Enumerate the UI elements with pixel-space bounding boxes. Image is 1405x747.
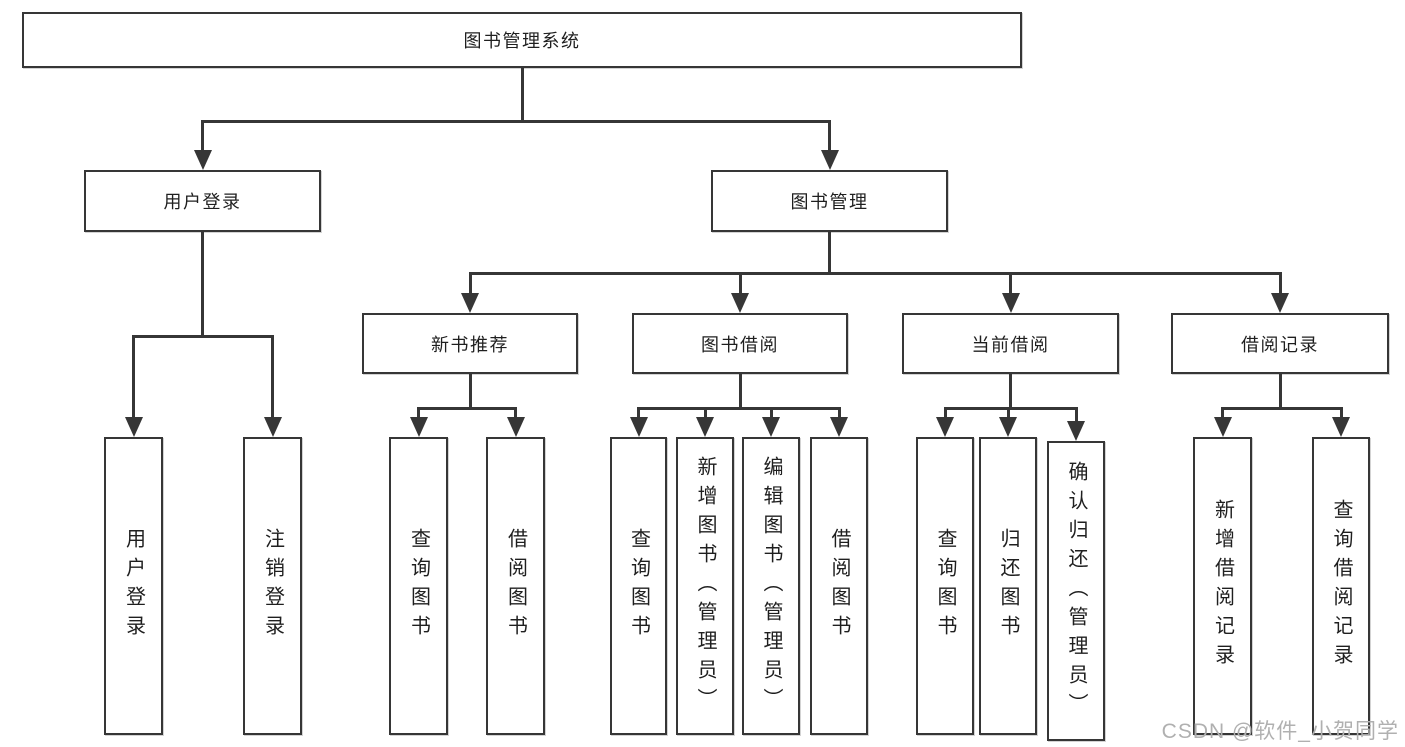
arrowhead-book-borrowing-icon xyxy=(731,293,749,313)
connector-stem-book-management xyxy=(828,120,831,150)
arrowhead-borrowing-edit-icon xyxy=(762,417,780,437)
connector-stem-current-borrowing xyxy=(1009,272,1012,293)
connector-root-hline xyxy=(201,120,831,123)
connector-borrowing-stub xyxy=(738,374,742,407)
connector-recommend-stub xyxy=(468,374,472,407)
connector-stem-borrowing-add xyxy=(703,407,707,417)
arrowhead-leaf-user-login-icon xyxy=(124,417,143,437)
leaf-borrowing-query-books: 查询图书 xyxy=(610,437,667,735)
connector-user-login-hline xyxy=(132,335,274,338)
csdn-watermark: CSDN @软件_小贺同学 xyxy=(1161,720,1399,743)
connector-stem-borrowing-edit xyxy=(769,407,773,417)
connector-stem-user-login xyxy=(201,120,204,150)
connector-stem-borrowing-query xyxy=(637,407,640,417)
arrowhead-new-book-recommend-icon xyxy=(461,293,479,313)
connector-user-login-stub xyxy=(201,232,204,335)
node-root-library-system: 图书管理系统 xyxy=(22,12,1022,68)
leaf-current-confirm-return-admin: 确认归还（管理员） xyxy=(1047,441,1105,741)
node-borrow-records: 借阅记录 xyxy=(1171,313,1389,374)
arrowhead-borrow-records-icon xyxy=(1271,293,1289,313)
connector-stem-new-book-recommend xyxy=(468,272,472,293)
connector-stem-current-query xyxy=(943,407,947,417)
node-new-book-recommend: 新书推荐 xyxy=(362,313,578,374)
leaf-borrowing-add-books-admin: 新增图书（管理员） xyxy=(676,437,734,735)
connector-stem-records-add xyxy=(1221,407,1224,417)
connector-root-stub xyxy=(520,68,524,120)
arrowhead-records-add-icon xyxy=(1213,417,1232,437)
connector-stem-current-confirm xyxy=(1074,407,1078,421)
connector-current-hline xyxy=(943,407,1078,410)
node-book-management: 图书管理 xyxy=(711,170,948,232)
connector-stem-borrowing-borrow xyxy=(837,407,841,417)
connector-stem-book-borrowing xyxy=(738,272,742,293)
connector-records-stub xyxy=(1278,374,1282,407)
connector-stem-leaf-user-login xyxy=(132,335,135,417)
connector-recommend-hline xyxy=(417,407,517,410)
arrowhead-borrowing-add-icon xyxy=(696,417,714,437)
connector-stem-current-return xyxy=(1006,407,1010,417)
connector-stem-records-query xyxy=(1339,407,1343,417)
node-user-login: 用户登录 xyxy=(84,170,321,232)
arrowhead-borrowing-query-icon xyxy=(629,417,648,437)
arrowhead-recommend-query-icon xyxy=(409,417,428,437)
leaf-current-query-books: 查询图书 xyxy=(916,437,974,735)
node-book-borrowing: 图书借阅 xyxy=(632,313,848,374)
arrowhead-current-confirm-icon xyxy=(1067,421,1085,441)
arrowhead-leaf-logout-icon xyxy=(263,417,282,437)
leaf-recommend-query-books: 查询图书 xyxy=(389,437,448,735)
connector-stem-recommend-borrow xyxy=(514,407,517,417)
connector-current-stub xyxy=(1009,374,1012,407)
leaf-borrowing-edit-books-admin: 编辑图书（管理员） xyxy=(742,437,800,735)
arrowhead-user-login-icon xyxy=(193,150,212,170)
connector-borrowing-hline xyxy=(637,407,840,410)
connector-stem-borrow-records xyxy=(1278,272,1282,293)
arrowhead-current-borrowing-icon xyxy=(1001,293,1020,313)
connector-stem-leaf-logout xyxy=(271,335,274,417)
connector-stem-recommend-query xyxy=(417,407,420,417)
connector-book-management-stub xyxy=(828,232,831,272)
leaf-recommend-borrow-books: 借阅图书 xyxy=(486,437,545,735)
leaf-borrowing-borrow-books: 借阅图书 xyxy=(810,437,868,735)
arrowhead-borrowing-borrow-icon xyxy=(830,417,848,437)
node-current-borrowing: 当前借阅 xyxy=(902,313,1119,374)
leaf-records-query-record: 查询借阅记录 xyxy=(1312,437,1370,735)
leaf-records-add-record: 新增借阅记录 xyxy=(1193,437,1252,735)
leaf-current-return-books: 归还图书 xyxy=(979,437,1037,735)
leaf-user-login: 用户登录 xyxy=(104,437,163,735)
arrowhead-book-management-icon xyxy=(820,150,839,170)
arrowhead-recommend-borrow-icon xyxy=(506,417,525,437)
connector-book-management-hline xyxy=(468,272,1282,275)
leaf-logout: 注销登录 xyxy=(243,437,302,735)
arrowhead-current-query-icon xyxy=(936,417,954,437)
arrowhead-records-query-icon xyxy=(1332,417,1350,437)
arrowhead-current-return-icon xyxy=(999,417,1017,437)
connector-records-hline xyxy=(1221,407,1342,410)
